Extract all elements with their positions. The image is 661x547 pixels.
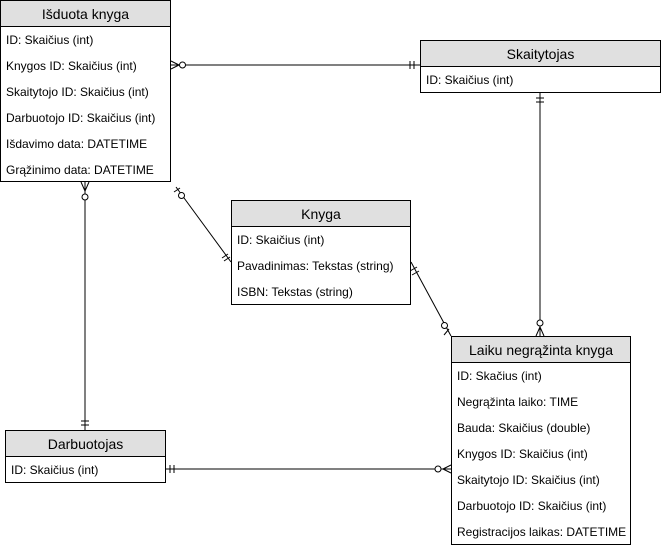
entity-field: Knygos ID: Skaičius (int) [457,447,588,461]
entity-field: Darbuotojo ID: Skaičius (int) [6,111,156,125]
entity-field: Negrąžinta laiko: TIME [457,395,579,409]
entity-field: Bauda: Skaičius (double) [457,421,591,435]
entity-title: Knyga [232,201,410,227]
entity-title: Laiku negrąžinta knyga [452,337,630,363]
entity-field: ID: Skaičius (int) [237,233,325,247]
entity-field: ISBN: Tekstas (string) [237,285,353,299]
entity-title: Išduota knyga [1,1,170,27]
relation-darbuotojas-laiku [166,464,452,474]
entity-title: Skaitytojas [421,41,660,67]
relation-knyga-laiku [409,261,452,337]
entity-field: ID: Skaičius (int) [6,33,94,47]
entity-knyga: Knyga ID: Skaičius (int) Pavadinimas: Tek… [231,200,411,305]
entity-fields: ID: Skaičius (int) [6,457,165,483]
entity-fields: ID: Skaičius (int) Pavadinimas: Tekstas (… [232,227,410,305]
entity-fields: ID: Skaičius (int) [421,67,660,93]
entity-field: ID: Skačius (int) [457,369,542,383]
entity-skaitytojas: Skaitytojas ID: Skaičius (int) [420,40,661,93]
relation-isduota-skaitytojas [170,60,420,70]
entity-fields: ID: Skačius (int) Negrąžinta laiko: TIME B… [452,363,630,545]
entity-field: Registracijos laikas: DATETIME [457,525,627,539]
entity-field: Skaitytojo ID: Skaičius (int) [457,473,600,487]
entity-laiku-negrazinta-knyga: Laiku negrąžinta knyga ID: Skačius (int)… [451,336,631,545]
entity-field: ID: Skaičius (int) [11,463,99,477]
entity-isduota-knyga: Išduota knyga ID: Skaičius (int) Knygos I… [0,0,171,182]
entity-field: Pavadinimas: Tekstas (string) [237,259,394,273]
entity-fields: ID: Skaičius (int) Knygos ID: Skaičius (i… [1,27,170,183]
relation-isduota-knyga [173,186,232,263]
relation-skaitytojas-laiku [535,93,545,337]
entity-title: Darbuotojas [6,431,165,457]
relation-isduota-darbuotojas [80,181,90,430]
entity-field: Darbuotojo ID: Skaičius (int) [457,499,607,513]
entity-darbuotojas: Darbuotojas ID: Skaičius (int) [5,430,166,483]
entity-field: Išdavimo data: DATETIME [6,137,148,151]
entity-field: ID: Skaičius (int) [426,73,514,87]
entity-field: Grąžinimo data: DATETIME [6,163,154,177]
entity-field: Knygos ID: Skaičius (int) [6,59,137,73]
entity-field: Skaitytojo ID: Skaičius (int) [6,85,149,99]
